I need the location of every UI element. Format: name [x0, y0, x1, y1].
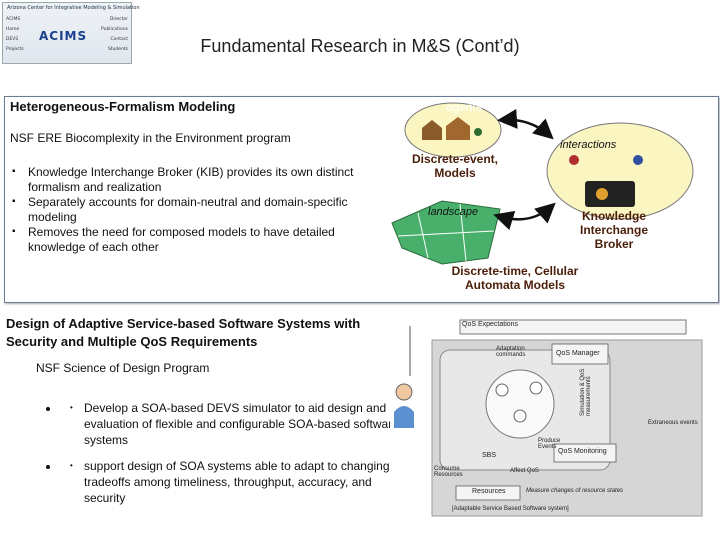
landscape-label: landscape — [428, 206, 479, 218]
logo-side-right-2: Contact — [110, 37, 128, 42]
section1-bullet: Removes the need for composed models to … — [10, 225, 355, 254]
logo-side-left-3: Projects — [6, 47, 24, 52]
heterogeneous-panel — [4, 96, 719, 303]
logo-side-left-1: Home — [6, 27, 20, 32]
logo-side-right-1: Publications — [100, 27, 128, 32]
produce-events: Produce Events — [538, 438, 561, 450]
kib-box-icon — [585, 181, 635, 207]
qos-expectations: QoS Expectations — [462, 321, 519, 328]
adaptation-commands: Adaptation commands — [496, 346, 526, 358]
sbs-footer: [Adaptable Service Based Software system… — [452, 506, 569, 512]
extraneous-events: Extraneous events — [648, 420, 698, 426]
slide-title: Fundamental Research in M&S (Cont’d) — [200, 36, 520, 56]
kib-label: Knowledge Interchange Broker — [579, 209, 648, 251]
section1-program: NSF ERE Biocomplexity in the Environment… — [10, 131, 291, 145]
sim-measurements: Simulation & QoS measurements — [580, 368, 592, 416]
discrete-time-label: Discrete-time, Cellular Automata Models — [451, 264, 579, 292]
kib-diagram — [391, 102, 694, 265]
logo-side-left-2: DEVS — [6, 37, 19, 42]
qos-monitoring: QoS Monitoring — [558, 448, 607, 455]
section2-heading: Design of Adaptive Service-based Softwar… — [6, 316, 361, 349]
sbs-diagram-svg — [394, 319, 703, 517]
section2-bullet: Develop a SOA-based DEVS simulator to ai… — [60, 400, 415, 448]
logo-side-right-3: Students — [107, 47, 128, 52]
section1-bullet: Knowledge Interchange Broker (KIB) provi… — [10, 165, 355, 194]
measure-changes: Measure changes of resource states — [526, 488, 624, 494]
section1-bullets: Knowledge Interchange Broker (KIB) provi… — [10, 165, 355, 255]
logo-side-left-0: ACIMS — [6, 17, 21, 22]
section2-bullet: support design of SOA systems able to ad… — [60, 458, 415, 506]
user-icon — [395, 383, 413, 401]
section2-bullets: Develop a SOA-based DEVS simulator to ai… — [20, 400, 415, 506]
affect-qos: Affect QoS — [510, 468, 539, 474]
qos-manager: QoS Manager — [556, 350, 600, 357]
section1-heading: Heterogeneous-Formalism Modeling — [10, 99, 236, 114]
section2-program: NSF Science of Design Program — [36, 361, 210, 375]
resources: Resources — [472, 488, 506, 495]
agent-icon — [633, 155, 643, 165]
acims-logo: Arizona Center for Integrative Modeling … — [2, 2, 140, 64]
logo-mark: ACIMS — [39, 29, 88, 43]
landscape-kib-arrow — [493, 202, 556, 231]
sbs-label: SBS — [482, 452, 497, 459]
logo-side-right-0: Director — [109, 17, 128, 22]
sbs-diagram: QoS Expectations Adaptation commands QoS… — [390, 316, 708, 522]
agent-icon — [569, 155, 579, 165]
house-icon — [446, 117, 470, 140]
user-body-icon — [394, 406, 414, 428]
consume-resources: Consume Resources — [434, 466, 463, 478]
gear-icon — [596, 188, 608, 200]
house-icon — [422, 120, 442, 140]
person-icon — [474, 128, 482, 136]
interactions-ellipse — [546, 122, 694, 220]
interactions-label: interactions — [560, 139, 617, 151]
discrete-event-label: Discrete-event, Models — [411, 152, 499, 180]
agents-interactions-arrow — [497, 108, 554, 140]
logo-top-line: Arizona Center for Integrative Modeling … — [7, 5, 140, 11]
agents-label: agents — [445, 100, 483, 114]
section1-bullet: Separately accounts for domain-neutral a… — [10, 195, 355, 224]
